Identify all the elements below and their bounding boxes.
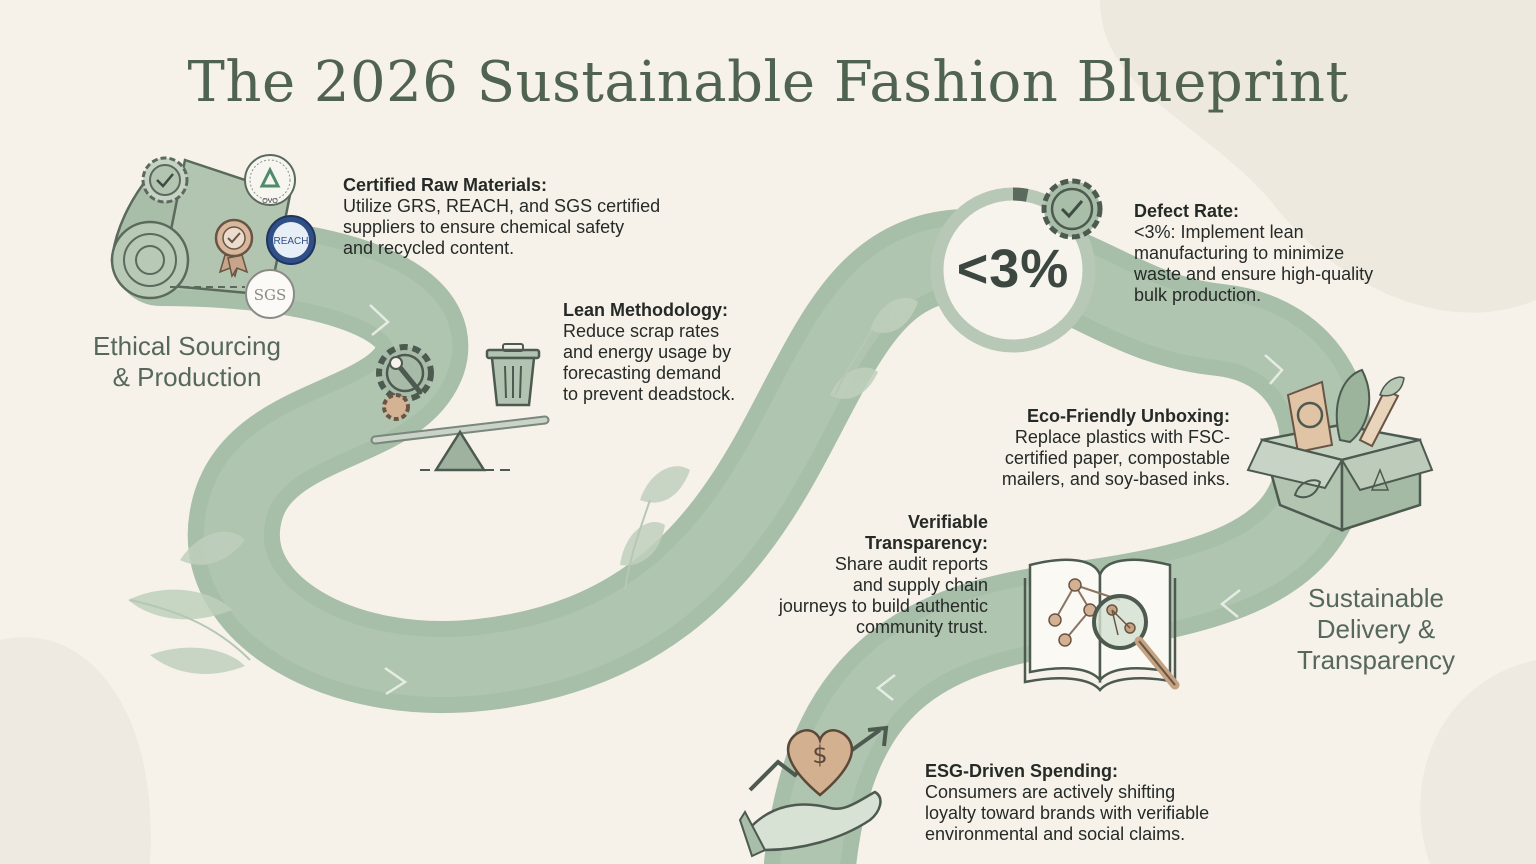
item-line: manufacturing to minimize xyxy=(1134,243,1345,263)
item-line: loyalty toward brands with verifiable xyxy=(925,803,1210,823)
item-line: certified paper, compostable xyxy=(1004,448,1230,468)
item-esg-driven-spending: ESG-Driven Spending: Consumers are activ… xyxy=(925,761,1265,845)
gears-icon xyxy=(376,344,434,421)
item-line: suppliers to ensure chemical safety xyxy=(343,217,625,237)
section-line: Transparency xyxy=(1297,645,1455,675)
item-line: mailers, and soy-based inks. xyxy=(1001,469,1230,489)
item-heading: Verifiable xyxy=(907,512,988,532)
item-heading: Certified Raw Materials: xyxy=(343,175,548,195)
item-line: bulk production. xyxy=(1134,285,1262,305)
gear-badge-icon xyxy=(141,156,189,204)
trash-bin-icon xyxy=(485,343,541,407)
item-line: Utilize GRS, REACH, and SGS certified xyxy=(343,196,661,216)
defect-rate-ring xyxy=(930,187,1096,353)
item-line: and supply chain xyxy=(852,575,988,595)
section-line: & Production xyxy=(112,362,262,392)
reach-badge-icon: REACH xyxy=(266,215,316,265)
item-line: waste and ensure high-quality xyxy=(1134,264,1374,284)
item-verifiable-transparency: Verifiable Transparency: Share audit rep… xyxy=(730,512,988,638)
section-line: Sustainable xyxy=(1308,583,1444,613)
balance-scale-icon xyxy=(370,415,550,472)
section-label-ethical-sourcing: Ethical Sourcing & Production xyxy=(62,331,312,393)
section-label-sustainable-delivery: Sustainable Delivery & Transparency xyxy=(1266,583,1486,676)
recycle-badge-icon: OVO xyxy=(244,154,296,206)
dollar-sign: $ xyxy=(812,741,827,769)
path-arrows xyxy=(369,304,1284,701)
item-eco-friendly-unboxing: Eco-Friendly Unboxing: Replace plastics … xyxy=(930,406,1230,490)
winding-path xyxy=(114,208,1372,864)
item-line: Share audit reports xyxy=(834,554,988,574)
section-line: Ethical Sourcing xyxy=(93,331,281,361)
item-line: to prevent deadstock. xyxy=(563,384,736,404)
reach-label: REACH xyxy=(273,236,308,247)
item-line: journeys to build authentic xyxy=(778,596,988,616)
leaf-stems xyxy=(129,329,873,661)
rosette-badge-icon xyxy=(214,218,254,278)
eco-box-icon xyxy=(1246,368,1434,532)
certification-gear-badge-icon xyxy=(1041,178,1103,240)
leaf-decorations xyxy=(128,297,918,674)
page-title: The 2026 Sustainable Fashion Blueprint xyxy=(187,50,1349,115)
item-heading: Eco-Friendly Unboxing: xyxy=(1026,406,1230,426)
item-line: forecasting demand xyxy=(563,363,722,383)
sgs-label: SGS xyxy=(254,286,287,304)
item-line: Replace plastics with FSC- xyxy=(1014,427,1230,447)
item-line: Reduce scrap rates xyxy=(563,321,720,341)
sgs-badge-icon: SGS xyxy=(245,269,295,319)
section-line: Delivery & xyxy=(1316,614,1436,644)
item-heading: Transparency: xyxy=(864,533,988,553)
item-defect-rate: Defect Rate: <3%: Implement lean manufac… xyxy=(1134,201,1424,306)
item-line: Consumers are actively shifting xyxy=(925,782,1176,802)
item-line: community trust. xyxy=(855,617,988,637)
heart-hand-icon: $ xyxy=(738,725,889,858)
item-line: and recycled content. xyxy=(343,238,515,258)
item-heading: ESG-Driven Spending: xyxy=(925,761,1119,781)
item-lean-methodology: Lean Methodology: Reduce scrap rates and… xyxy=(563,300,783,405)
item-certified-raw-materials: Certified Raw Materials: Utilize GRS, RE… xyxy=(343,175,703,259)
item-heading: Defect Rate: xyxy=(1134,201,1240,221)
ovo-label: OVO xyxy=(262,198,278,205)
book-magnifier-icon xyxy=(1023,558,1180,692)
defect-rate-value: <3% xyxy=(956,239,1070,299)
item-line: environmental and social claims. xyxy=(925,824,1186,844)
item-line: and energy usage by xyxy=(563,342,732,362)
item-heading: Lean Methodology: xyxy=(563,300,728,320)
item-line: <3%: Implement lean xyxy=(1134,222,1304,242)
